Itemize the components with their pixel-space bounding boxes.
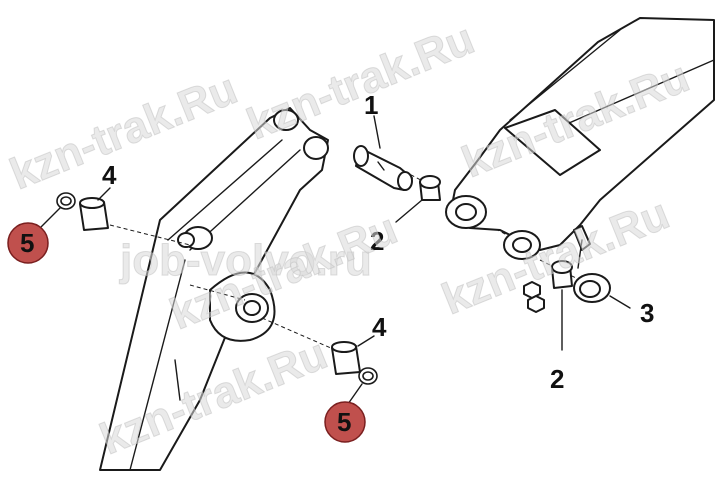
watermark: kzn-trak.Ru <box>240 14 481 149</box>
axis-line-middle <box>189 284 246 301</box>
spacer-ring-part-3 <box>573 273 611 303</box>
callout-5-upper: 5 <box>20 228 34 258</box>
leader-5-lower <box>347 383 363 405</box>
callout-5-lower-badge: 5 <box>324 401 366 443</box>
callout-3: 3 <box>640 298 654 328</box>
bushing-part-4-upper <box>79 197 109 231</box>
leader-4-upper <box>97 187 111 201</box>
seal-ring-upper <box>56 192 76 210</box>
leader-5-upper <box>39 207 61 229</box>
leader-3 <box>609 295 631 309</box>
seal-ring-lower <box>358 367 378 385</box>
leader-4-lower <box>357 335 375 347</box>
seal-ring-upper-inner <box>60 196 72 206</box>
callout-4-upper: 4 <box>102 160 117 190</box>
callout-1: 1 <box>364 90 378 120</box>
axis-line-link-lower <box>539 259 591 286</box>
seal-ring-lower-inner <box>362 371 374 381</box>
boom-arm-left <box>99 107 329 471</box>
leader-1 <box>373 115 381 149</box>
callout-4-lower: 4 <box>372 312 387 342</box>
pin-part-1 <box>353 145 413 191</box>
watermark: job-volvo.ru <box>119 236 372 285</box>
link-arm-right <box>445 17 715 260</box>
callout-5-upper-badge: 5 <box>7 222 49 264</box>
bolt-assembly <box>523 225 591 313</box>
bushing-part-4-lower <box>331 341 361 375</box>
callout-2-pin: 2 <box>370 226 384 256</box>
axis-line-lower <box>261 317 341 353</box>
bushing-part-2-pin <box>419 175 441 201</box>
callout-5-lower: 5 <box>337 407 351 437</box>
bushing-part-2-link <box>551 260 573 289</box>
callout-2-link: 2 <box>550 364 564 394</box>
leader-2-pin <box>395 199 423 223</box>
